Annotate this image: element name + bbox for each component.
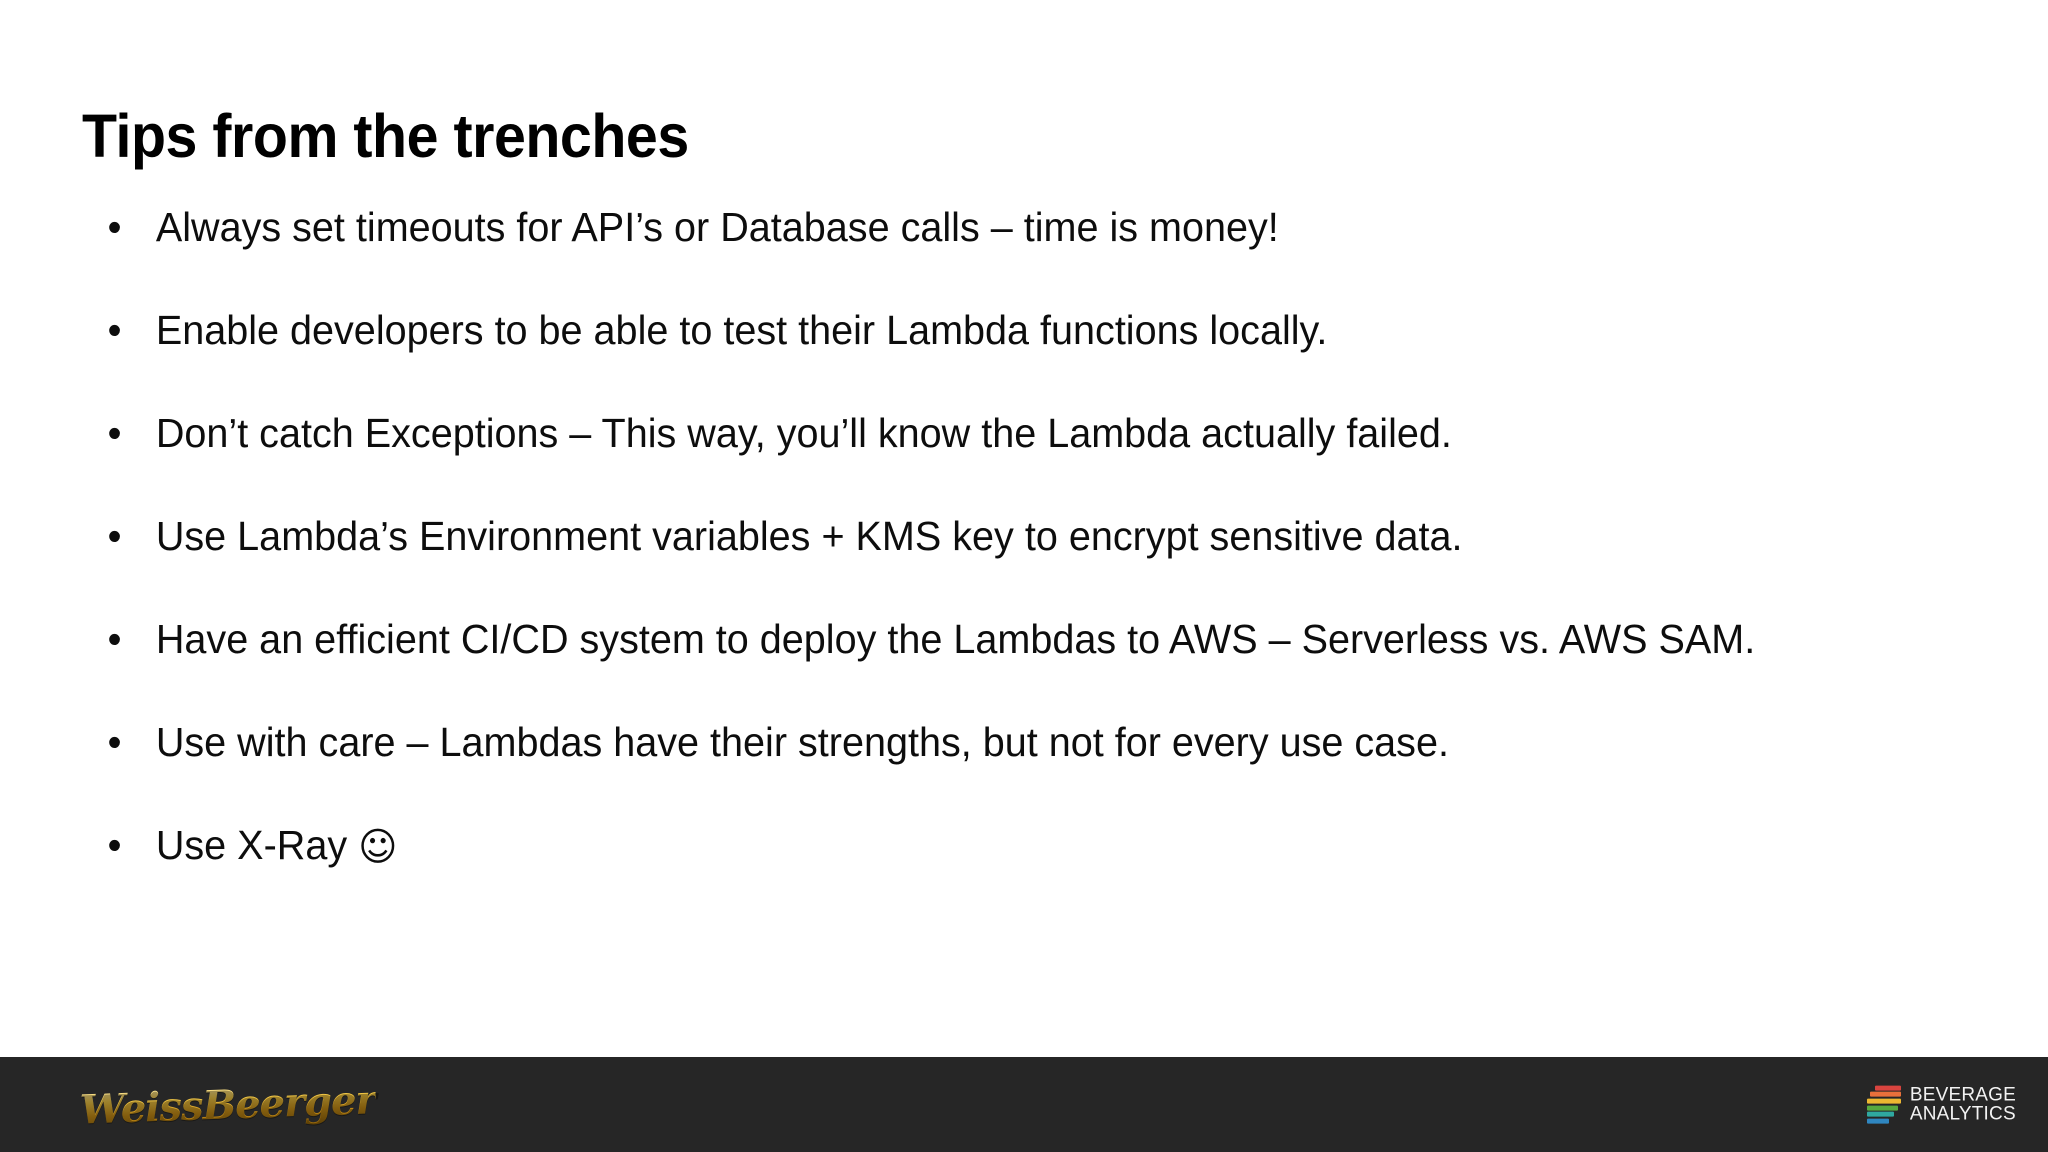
- list-item: • Don’t catch Exceptions – This way, you…: [96, 402, 1910, 464]
- bullet-point-icon: •: [107, 204, 122, 250]
- list-item-text: Enable developers to be able to test the…: [155, 307, 1328, 353]
- weissbeerger-logo: WeissBeerger: [79, 1075, 377, 1134]
- list-item-text: Have an efficient CI/CD system to deploy…: [155, 616, 1756, 662]
- bullet-point-icon: •: [107, 616, 122, 662]
- list-item-text: Use with care – Lambdas have their stren…: [155, 719, 1449, 765]
- list-item-label: Use X-Ray: [155, 822, 359, 868]
- list-item: • Use with care – Lambdas have their str…: [96, 711, 1910, 773]
- slide-footer: WeissBeerger BEVERAGE ANALYTICS: [0, 1057, 2048, 1152]
- bullet-point-icon: •: [107, 822, 122, 868]
- list-item: • Use X-Ray ☺: [96, 814, 1910, 879]
- list-item: • Enable developers to be able to test t…: [96, 299, 1910, 361]
- wordmark-line-2: ANALYTICS: [1909, 1103, 2016, 1125]
- beverage-analytics-wordmark: BEVERAGE ANALYTICS: [1910, 1085, 2016, 1124]
- list-item: • Have an efficient CI/CD system to depl…: [96, 608, 1910, 670]
- list-item-text: Always set timeouts for API’s or Databas…: [155, 204, 1279, 250]
- list-item-text: Use Lambda’s Environment variables + KMS…: [155, 513, 1463, 559]
- bullet-point-icon: •: [107, 307, 122, 353]
- list-item: • Use Lambda’s Environment variables + K…: [96, 505, 1910, 567]
- bullet-point-icon: •: [107, 513, 122, 559]
- wordmark-line-1: BEVERAGE: [1909, 1084, 2016, 1106]
- bullet-point-icon: •: [107, 410, 122, 456]
- list-item: • Always set timeouts for API’s or Datab…: [96, 196, 1910, 258]
- bullet-point-icon: •: [107, 719, 122, 765]
- list-item-text: Don’t catch Exceptions – This way, you’l…: [155, 410, 1452, 456]
- list-item-text: Use X-Ray ☺: [156, 814, 1910, 879]
- stacked-bars-icon: [1866, 1085, 1901, 1124]
- beverage-analytics-logo: BEVERAGE ANALYTICS: [1866, 1085, 2016, 1124]
- smiley-face-icon: ☺: [358, 825, 398, 870]
- bullet-list: • Always set timeouts for API’s or Datab…: [96, 196, 1976, 879]
- page-title: Tips from the trenches: [82, 101, 689, 170]
